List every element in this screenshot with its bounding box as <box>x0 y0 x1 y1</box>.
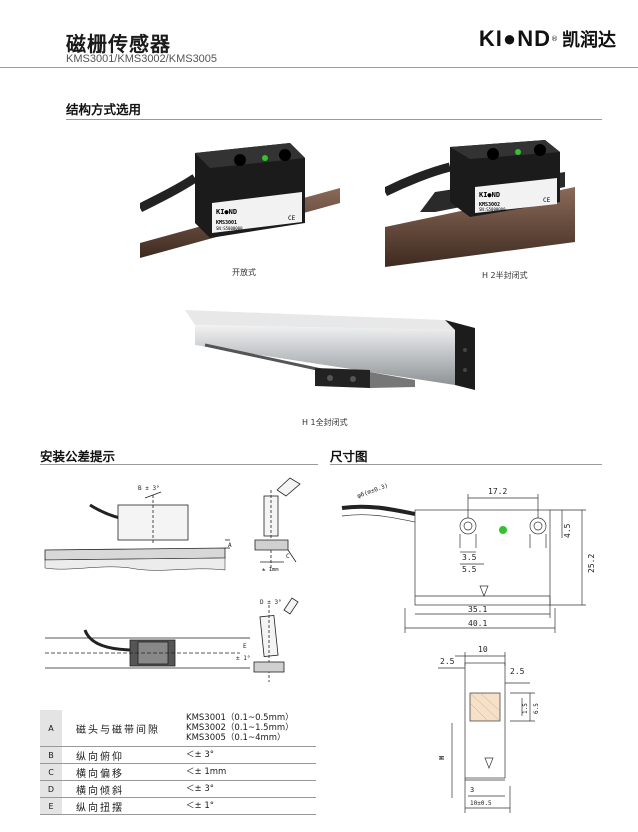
dim-10-top: 10 <box>478 645 488 654</box>
page-subtitle: KMS3001/KMS3002/KMS3005 <box>66 53 218 65</box>
section-title-dimensions: 尺寸图 <box>330 449 368 464</box>
tolerance-value-line: ＜± 1mm <box>186 767 227 777</box>
sensor-label <box>212 192 302 233</box>
aluminium-profile <box>195 325 455 385</box>
dim-3-5: 3.5 <box>462 553 477 562</box>
tolerance-letter: E <box>40 797 62 815</box>
brand-registered-mark: ® <box>551 35 558 43</box>
dim-35-1: 35.1 <box>468 605 487 614</box>
tolerance-letter: A <box>40 710 62 747</box>
sensor-cable <box>140 174 198 213</box>
sensor-cable <box>385 162 452 197</box>
tolerance-value: ＜± 1° <box>176 797 316 815</box>
caption-h1-type: H 1全封闭式 <box>302 418 348 427</box>
label-sn: SN:S5000000 <box>479 207 506 212</box>
caption-open-type: 开放式 <box>232 268 256 277</box>
dim-3: 3 <box>470 786 474 794</box>
tolerance-value-line: ＜± 3° <box>186 750 214 760</box>
h2-semi-closed-sensor-image: KI●ND KMS3002 SN:S5000000 CE <box>385 140 575 267</box>
label-logo: KI●ND <box>479 191 500 199</box>
header-divider <box>0 67 638 68</box>
sensor-label <box>475 178 557 213</box>
dim-6-5: 6.5 <box>533 703 540 714</box>
tolerance-name: 磁头与磁带间隙 <box>62 710 176 747</box>
label-logo: KI●ND <box>216 208 237 216</box>
label-e: E <box>243 643 247 650</box>
label-c-tolerance: ± 1mm <box>262 567 279 573</box>
label-b-tolerance: B ± 3° <box>138 485 160 492</box>
dimension-drawing: φ6(m±0.3) 17.2 3.5 5.5 35.1 40.1 4.5 25.… <box>341 482 596 813</box>
section-divider-structure <box>66 119 602 120</box>
tolerance-name: 纵向俯仰 <box>62 746 176 764</box>
tolerance-value-line: ＜± 1° <box>186 801 214 811</box>
tolerance-letter: D <box>40 780 62 798</box>
led-indicator <box>515 149 521 155</box>
install-tolerance-diagram: B ± 3° A C ± 1mm D ± 3° E ± 1° <box>44 477 301 682</box>
led-indicator-drawing <box>499 526 507 534</box>
brand-name-cn: 凯润达 <box>562 30 616 51</box>
dim-2-5-right: 2.5 <box>510 667 525 676</box>
tolerance-value: KMS3001（0.1~0.5mm）KMS3002（0.1~1.5mm）KMS3… <box>176 710 316 747</box>
dim-2-5-left: 2.5 <box>440 657 455 666</box>
label-c: C <box>286 553 290 560</box>
dim-40-1: 40.1 <box>468 619 487 628</box>
tolerance-letter: C <box>40 763 62 781</box>
label-ce: CE <box>543 197 551 204</box>
dim-1-5: 1.5 <box>522 703 529 714</box>
dim-10-bottom: 10±0.5 <box>470 800 492 807</box>
tolerance-name: 横向倾斜 <box>62 780 176 798</box>
tolerance-name: 纵向扭摆 <box>62 797 176 815</box>
section-title-install: 安装公差提示 <box>40 449 116 464</box>
page-title: 磁栅传感器 <box>66 32 171 56</box>
tolerance-value-line: KMS3001（0.1~0.5mm） <box>186 713 294 723</box>
label-d-tolerance: D ± 3° <box>260 599 282 606</box>
open-type-sensor-image: KI●ND KMS3001 SN:S5000000 CE <box>140 143 340 258</box>
label-e-tolerance: ± 1° <box>236 655 250 662</box>
label-sn: SN:S5000000 <box>216 226 243 231</box>
led-indicator <box>262 155 268 161</box>
tolerance-value-line: KMS3005（0.1~4mm） <box>186 733 286 743</box>
h1-fully-closed-sensor-image <box>185 310 475 390</box>
tolerance-value: ＜± 3° <box>176 780 316 798</box>
dim-cable-diameter: φ6(m±0.3) <box>356 482 389 500</box>
reading-head <box>315 368 370 388</box>
label-model: KMS3002 <box>479 202 500 208</box>
profile-top <box>185 310 455 330</box>
brand: KI●ND® 凯润达 <box>479 26 616 52</box>
section-title-structure: 结构方式选用 <box>66 102 142 117</box>
tolerance-value: ＜± 1mm <box>176 763 316 781</box>
tolerance-value-line: ＜± 3° <box>186 784 214 794</box>
section-divider-install <box>40 464 318 465</box>
dim-4-5: 4.5 <box>563 523 572 538</box>
dim-17-2: 17.2 <box>488 487 507 496</box>
end-cap <box>445 320 475 390</box>
label-ce: CE <box>288 215 296 222</box>
tolerance-name: 横向偏移 <box>62 763 176 781</box>
tolerance-value-line: KMS3002（0.1~1.5mm） <box>186 723 294 733</box>
tolerance-value: ＜± 3° <box>176 746 316 764</box>
dim-25-2: 25.2 <box>587 554 596 573</box>
dim-5-5: 5.5 <box>462 565 477 574</box>
section-divider-dimensions <box>330 464 602 465</box>
dim-h: H <box>438 756 446 760</box>
caption-h2-type: H 2半封闭式 <box>482 271 528 280</box>
label-a: A <box>228 542 232 549</box>
label-model: KMS3001 <box>216 220 237 226</box>
tolerance-letter: B <box>40 746 62 764</box>
brand-logo: KI●ND <box>478 26 551 51</box>
